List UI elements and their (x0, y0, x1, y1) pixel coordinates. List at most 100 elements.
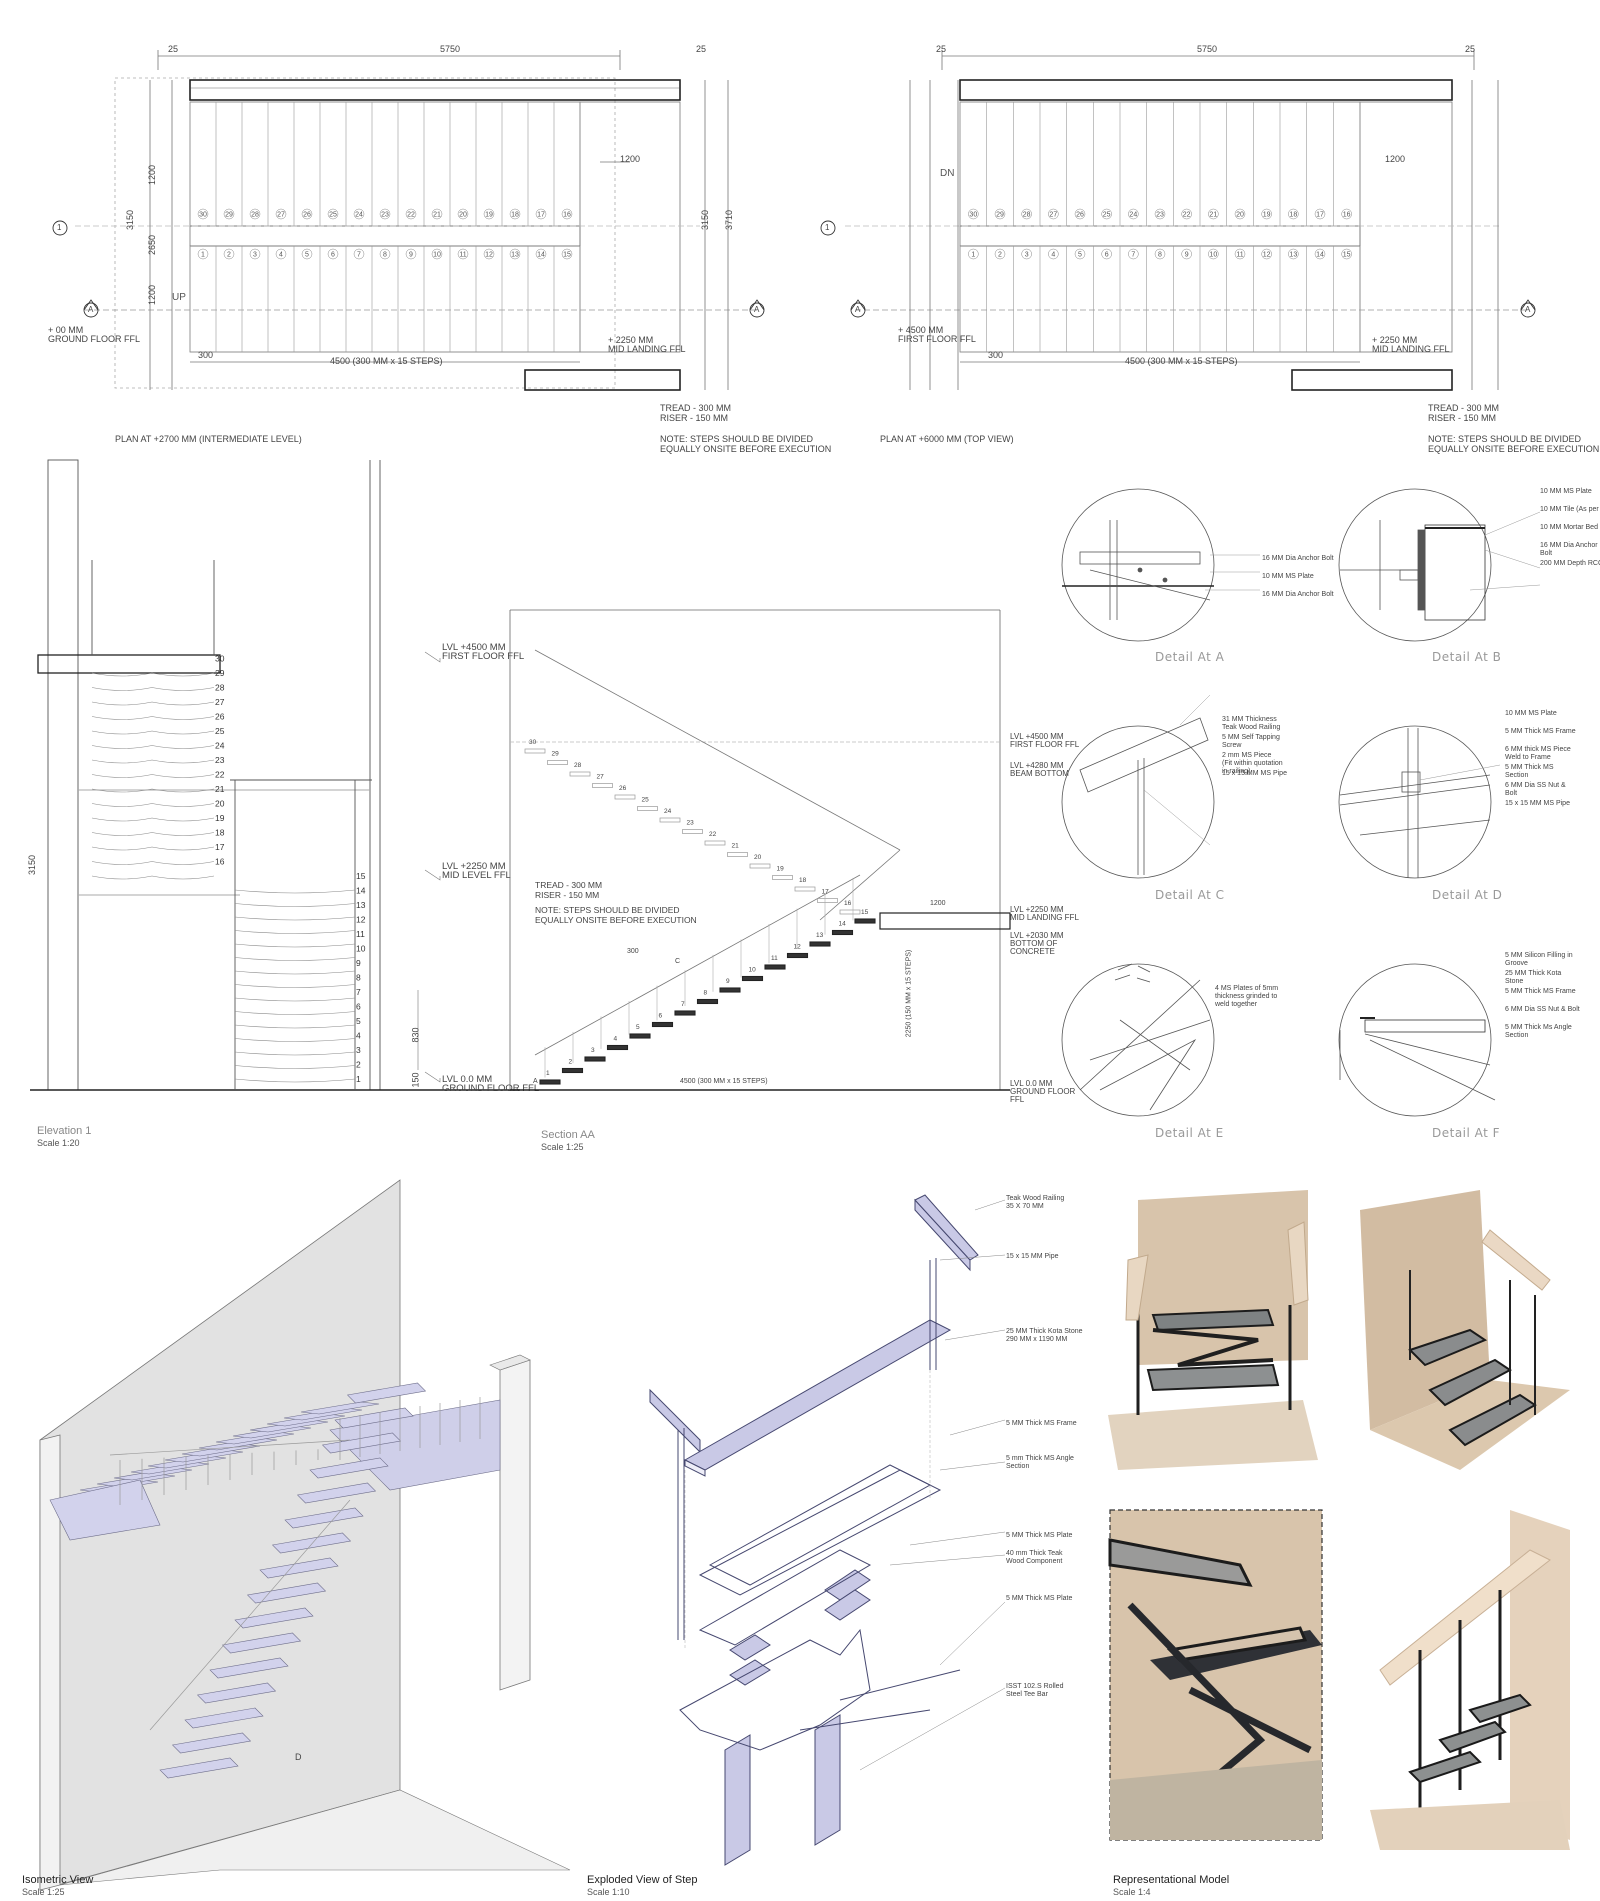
elevation-step-number: 10 (356, 944, 366, 954)
plan-step-circle (1208, 208, 1219, 220)
model-photo-4 (1360, 1510, 1580, 1850)
section-step-number: 8 (704, 990, 708, 997)
plan-step-circle (535, 208, 547, 220)
plan-step-number: 15 (1343, 252, 1351, 259)
plan-left-note: NOTE: STEPS SHOULD BE DIVIDED EQUALLY ON… (660, 434, 832, 454)
plan-step-number: 30 (199, 212, 207, 219)
plan-step-circle (1181, 208, 1192, 220)
iso-handrail (109, 1439, 351, 1456)
section-step-number: 22 (709, 831, 717, 838)
section-step-number: 27 (597, 774, 605, 781)
section-steps-dim: 4500 (300 MM x 15 STEPS) (680, 1078, 768, 1085)
section-step-number: 16 (844, 900, 852, 907)
elevation-lower-step (234, 970, 356, 975)
section-mark-c: C (675, 958, 681, 965)
elevation-lower-step (234, 889, 356, 894)
section-step-number: 13 (816, 932, 824, 939)
plan-step-circle (968, 248, 979, 260)
plan-step-number: 5 (1078, 252, 1082, 259)
detail-title: Detail At E (1155, 1126, 1224, 1140)
plan-step-circle (1314, 248, 1326, 260)
detail-label: 25 MM Thick Kota Stone (1505, 970, 1562, 985)
section-step-number: 7 (681, 1001, 685, 1008)
plan-step-number: 29 (996, 212, 1004, 219)
exploded-drawing (649, 1194, 1006, 1866)
section-step-number: 28 (574, 762, 582, 769)
elevation-lower-step (234, 1038, 356, 1042)
plan-step-circle (197, 208, 209, 220)
plan-step-circle (327, 208, 339, 220)
plan-step-circle (994, 248, 1006, 260)
section-upper-tread (839, 909, 861, 915)
plan-step-circle (1074, 208, 1086, 220)
section-lower-tread (606, 1044, 629, 1051)
elevation-level-mid: LVL +2250 MM MID LEVEL FFL (442, 861, 511, 881)
plan-step-number: 18 (511, 212, 519, 219)
plan-step-number: 2 (998, 252, 1002, 259)
elevation-step-number: 29 (215, 668, 225, 678)
plan-step-circle (1021, 248, 1032, 260)
plan-step-number: 14 (537, 252, 545, 259)
section-step-number: 4 (614, 1036, 618, 1043)
section-step-number: 20 (754, 854, 762, 861)
section-lower-tread (719, 987, 741, 993)
elevation-upper-step (91, 672, 215, 677)
plan-step-number: 20 (1236, 212, 1244, 219)
plan-step-circle (968, 208, 979, 220)
detail-title: Detail At B (1432, 650, 1502, 664)
iso-lower-tread (159, 1757, 239, 1779)
plan-step-number: 28 (1023, 212, 1031, 219)
plan-step-circle (483, 208, 495, 220)
section-upper-tread (524, 748, 546, 754)
section-step-number: 25 (642, 797, 650, 804)
section-lower-tread (809, 941, 831, 947)
elevation-step-number: 7 (356, 987, 361, 997)
exploded-caption: Exploded View of Step Scale 1:10 (587, 1874, 697, 1898)
section-upper-tread (749, 863, 771, 869)
plan-left-dim-right-total: 3710 (724, 209, 735, 231)
plan-step-circle (1234, 248, 1246, 260)
plan-step-number: 21 (433, 212, 441, 219)
plan-step-number: 7 (1131, 252, 1135, 259)
plan-step-number: 29 (225, 212, 233, 219)
elevation-level-first: LVL +4500 MM FIRST FLOOR FFL (442, 642, 525, 662)
plan-step-number: 27 (1049, 212, 1057, 219)
plan-step-circle (1234, 208, 1246, 220)
section-step-number: 14 (839, 921, 847, 928)
plan-right-steps-dim: 4500 (300 MM x 15 STEPS) (1125, 356, 1238, 366)
section-step-number: 18 (799, 877, 807, 884)
elevation-drawing: 1162173184195206217228239241025112612271… (30, 459, 520, 1091)
section-upper-tread (727, 852, 748, 857)
model-caption-title: Representational Model (1113, 1874, 1230, 1886)
section-step-number: 6 (659, 1013, 663, 1020)
exploded-label: 5 MM Thick MS Plate (1006, 1595, 1073, 1602)
plan-step-number: 11 (459, 252, 466, 259)
plan-step-number: 3 (253, 252, 257, 259)
plan-left-dim-top: 5750 (440, 44, 461, 54)
elevation-caption: Elevation 1 Scale 1:20 (37, 1125, 91, 1149)
elevation-step-number: 30 (215, 654, 225, 664)
plan-step-number: 18 (1289, 212, 1297, 219)
elevation-caption-scale: Scale 1:20 (37, 1138, 80, 1148)
elevation-lower-step (234, 1078, 356, 1083)
plan-step-circle (301, 208, 313, 220)
plan-step-number: 10 (1209, 252, 1217, 259)
elevation-step-number: 14 (356, 886, 366, 896)
plan-step-number: 26 (303, 212, 311, 219)
section-upper-tread (659, 817, 681, 823)
iso-lower-tread (271, 1532, 352, 1554)
elevation-dim-150: 150 (410, 1072, 421, 1088)
plan-step-number: 30 (969, 212, 977, 219)
plan-left-dim-1200b: 1200 (147, 284, 158, 306)
plan-left-dim-1200: 1200 (147, 164, 158, 186)
plan-step-number: 8 (383, 252, 387, 259)
plan-step-circle (275, 248, 287, 260)
plan-right-title: PLAN AT +6000 MM (TOP VIEW) (880, 434, 1014, 444)
plan-step-circle (1048, 208, 1059, 220)
elevation-lower-step (234, 1011, 356, 1015)
plan-right-dim-1200: 1200 (1385, 154, 1406, 164)
plan-step-number: 16 (1343, 212, 1351, 219)
plan-step-number: 6 (331, 252, 335, 259)
detail-label: 15 x 15 MM MS Pipe (1505, 800, 1570, 807)
iso-lower-tread (234, 1607, 314, 1629)
